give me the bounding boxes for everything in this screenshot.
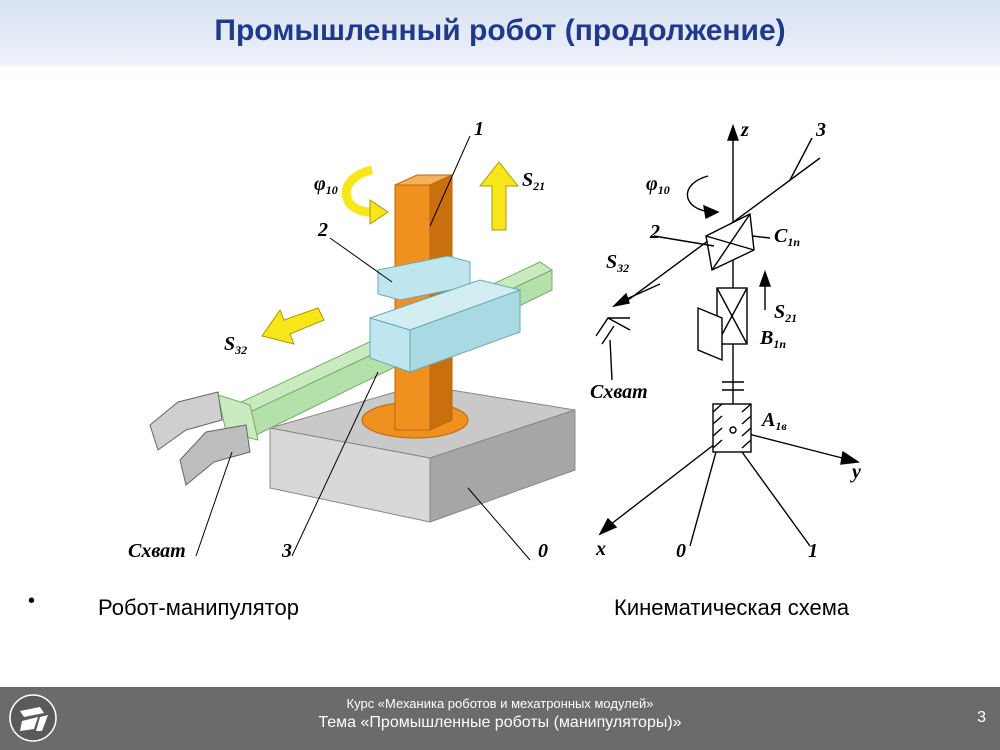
z-axis-arrowhead	[727, 123, 739, 141]
joint-a-hatch-8	[741, 439, 752, 449]
rotation-arrowhead	[369, 199, 389, 225]
r-leader-2	[653, 235, 715, 247]
leader-0	[467, 487, 531, 561]
joint-a-hatch-4	[712, 439, 723, 449]
phi-rotation-arrow	[686, 175, 713, 213]
joint-b-plate	[697, 306, 723, 362]
footer-course: Курс «Механика роботов и мехатронных мод…	[346, 696, 654, 711]
label-a: A1в	[760, 409, 787, 433]
leader-grip	[195, 451, 233, 557]
slide-title: Промышленный робот (продолжение)	[214, 14, 786, 47]
left-label-grip: Схват	[128, 540, 186, 562]
label-3: 3	[815, 119, 826, 141]
left-label-1: 1	[474, 118, 484, 140]
robot-gripper-jaw-lower	[179, 424, 251, 486]
label-s21: S21	[774, 301, 797, 325]
figure: 1 2 3 0 Схват φ10 S21 S32	[128, 118, 861, 562]
left-label-2: 2	[317, 219, 328, 241]
caption-robot: Робот-манипулятор	[98, 595, 299, 620]
joint-c-cross-2	[711, 213, 751, 271]
robot-gripper-jaw-upper	[149, 391, 223, 451]
label-x: x	[595, 538, 606, 560]
r-leader-3	[789, 137, 813, 181]
r-leader-grip	[609, 339, 613, 381]
phi-rotation-arrowhead	[703, 204, 720, 220]
x-axis	[605, 429, 734, 529]
x-axis-arrowhead	[598, 517, 618, 536]
footer-topic: Тема «Промышленные роботы (манипуляторы)…	[318, 714, 682, 731]
left-label-phi: φ10	[314, 173, 338, 197]
s32-arrowhead	[611, 292, 630, 308]
leader-1	[429, 135, 471, 227]
joint-a-hatch-6	[741, 415, 752, 425]
label-z: z	[740, 119, 749, 141]
label-c: C1п	[774, 225, 800, 249]
footer-bar: Курс «Механика роботов и мехатронных мод…	[0, 687, 1000, 750]
left-label-3: 3	[281, 540, 292, 562]
joint-a-hatch-2	[712, 415, 723, 425]
label-phi: φ10	[646, 173, 670, 197]
label-s32: S32	[606, 251, 629, 275]
bullet-marker: •	[28, 590, 36, 612]
title-bar: Промышленный робот (продолжение)	[0, 0, 1000, 66]
robot-carriage-side	[409, 289, 521, 373]
leader-3	[291, 371, 379, 557]
y-axis	[732, 429, 851, 461]
label-1: 1	[808, 540, 818, 562]
robot-column-top	[394, 174, 453, 186]
extend-arrow	[261, 307, 325, 345]
lift-arrow	[478, 161, 520, 231]
joint-a-hatch-7	[741, 427, 752, 437]
rotation-arrow	[341, 165, 375, 217]
leader-2	[329, 237, 393, 283]
robot-illustration: 1 2 3 0 Схват φ10 S21 S32	[128, 118, 576, 562]
r-leader-0	[689, 451, 717, 547]
university-logo-icon	[9, 694, 57, 742]
kinematic-labels: z y x 3 2 0 1 φ10 C1п S32 S21 B1п A1в Сх…	[590, 119, 861, 562]
gripper-symbol	[595, 317, 631, 345]
left-label-0: 0	[538, 540, 548, 562]
joint-a-hatch-1	[712, 403, 723, 413]
caption-scheme: Кинематическая схема	[614, 595, 850, 620]
y-axis-arrowhead	[840, 450, 860, 465]
kinematic-scheme	[595, 123, 860, 547]
label-0: 0	[676, 540, 686, 562]
s21-arrowhead	[759, 269, 771, 287]
joint-a-hatch-3	[712, 427, 723, 437]
label-y: y	[850, 461, 861, 483]
r-leader-c	[751, 235, 771, 239]
label-2: 2	[649, 221, 660, 243]
joint-a-hatch-5	[741, 403, 752, 413]
left-label-s32: S32	[224, 333, 247, 357]
joint-c	[705, 212, 755, 272]
robot-base-side	[429, 409, 576, 523]
page-number: 3	[977, 709, 986, 726]
joint-a-origin	[729, 426, 737, 434]
r-leader-1	[741, 451, 811, 547]
left-label-s21: S21	[522, 169, 545, 193]
label-b: B1п	[759, 327, 786, 351]
label-grip: Схват	[590, 381, 648, 403]
